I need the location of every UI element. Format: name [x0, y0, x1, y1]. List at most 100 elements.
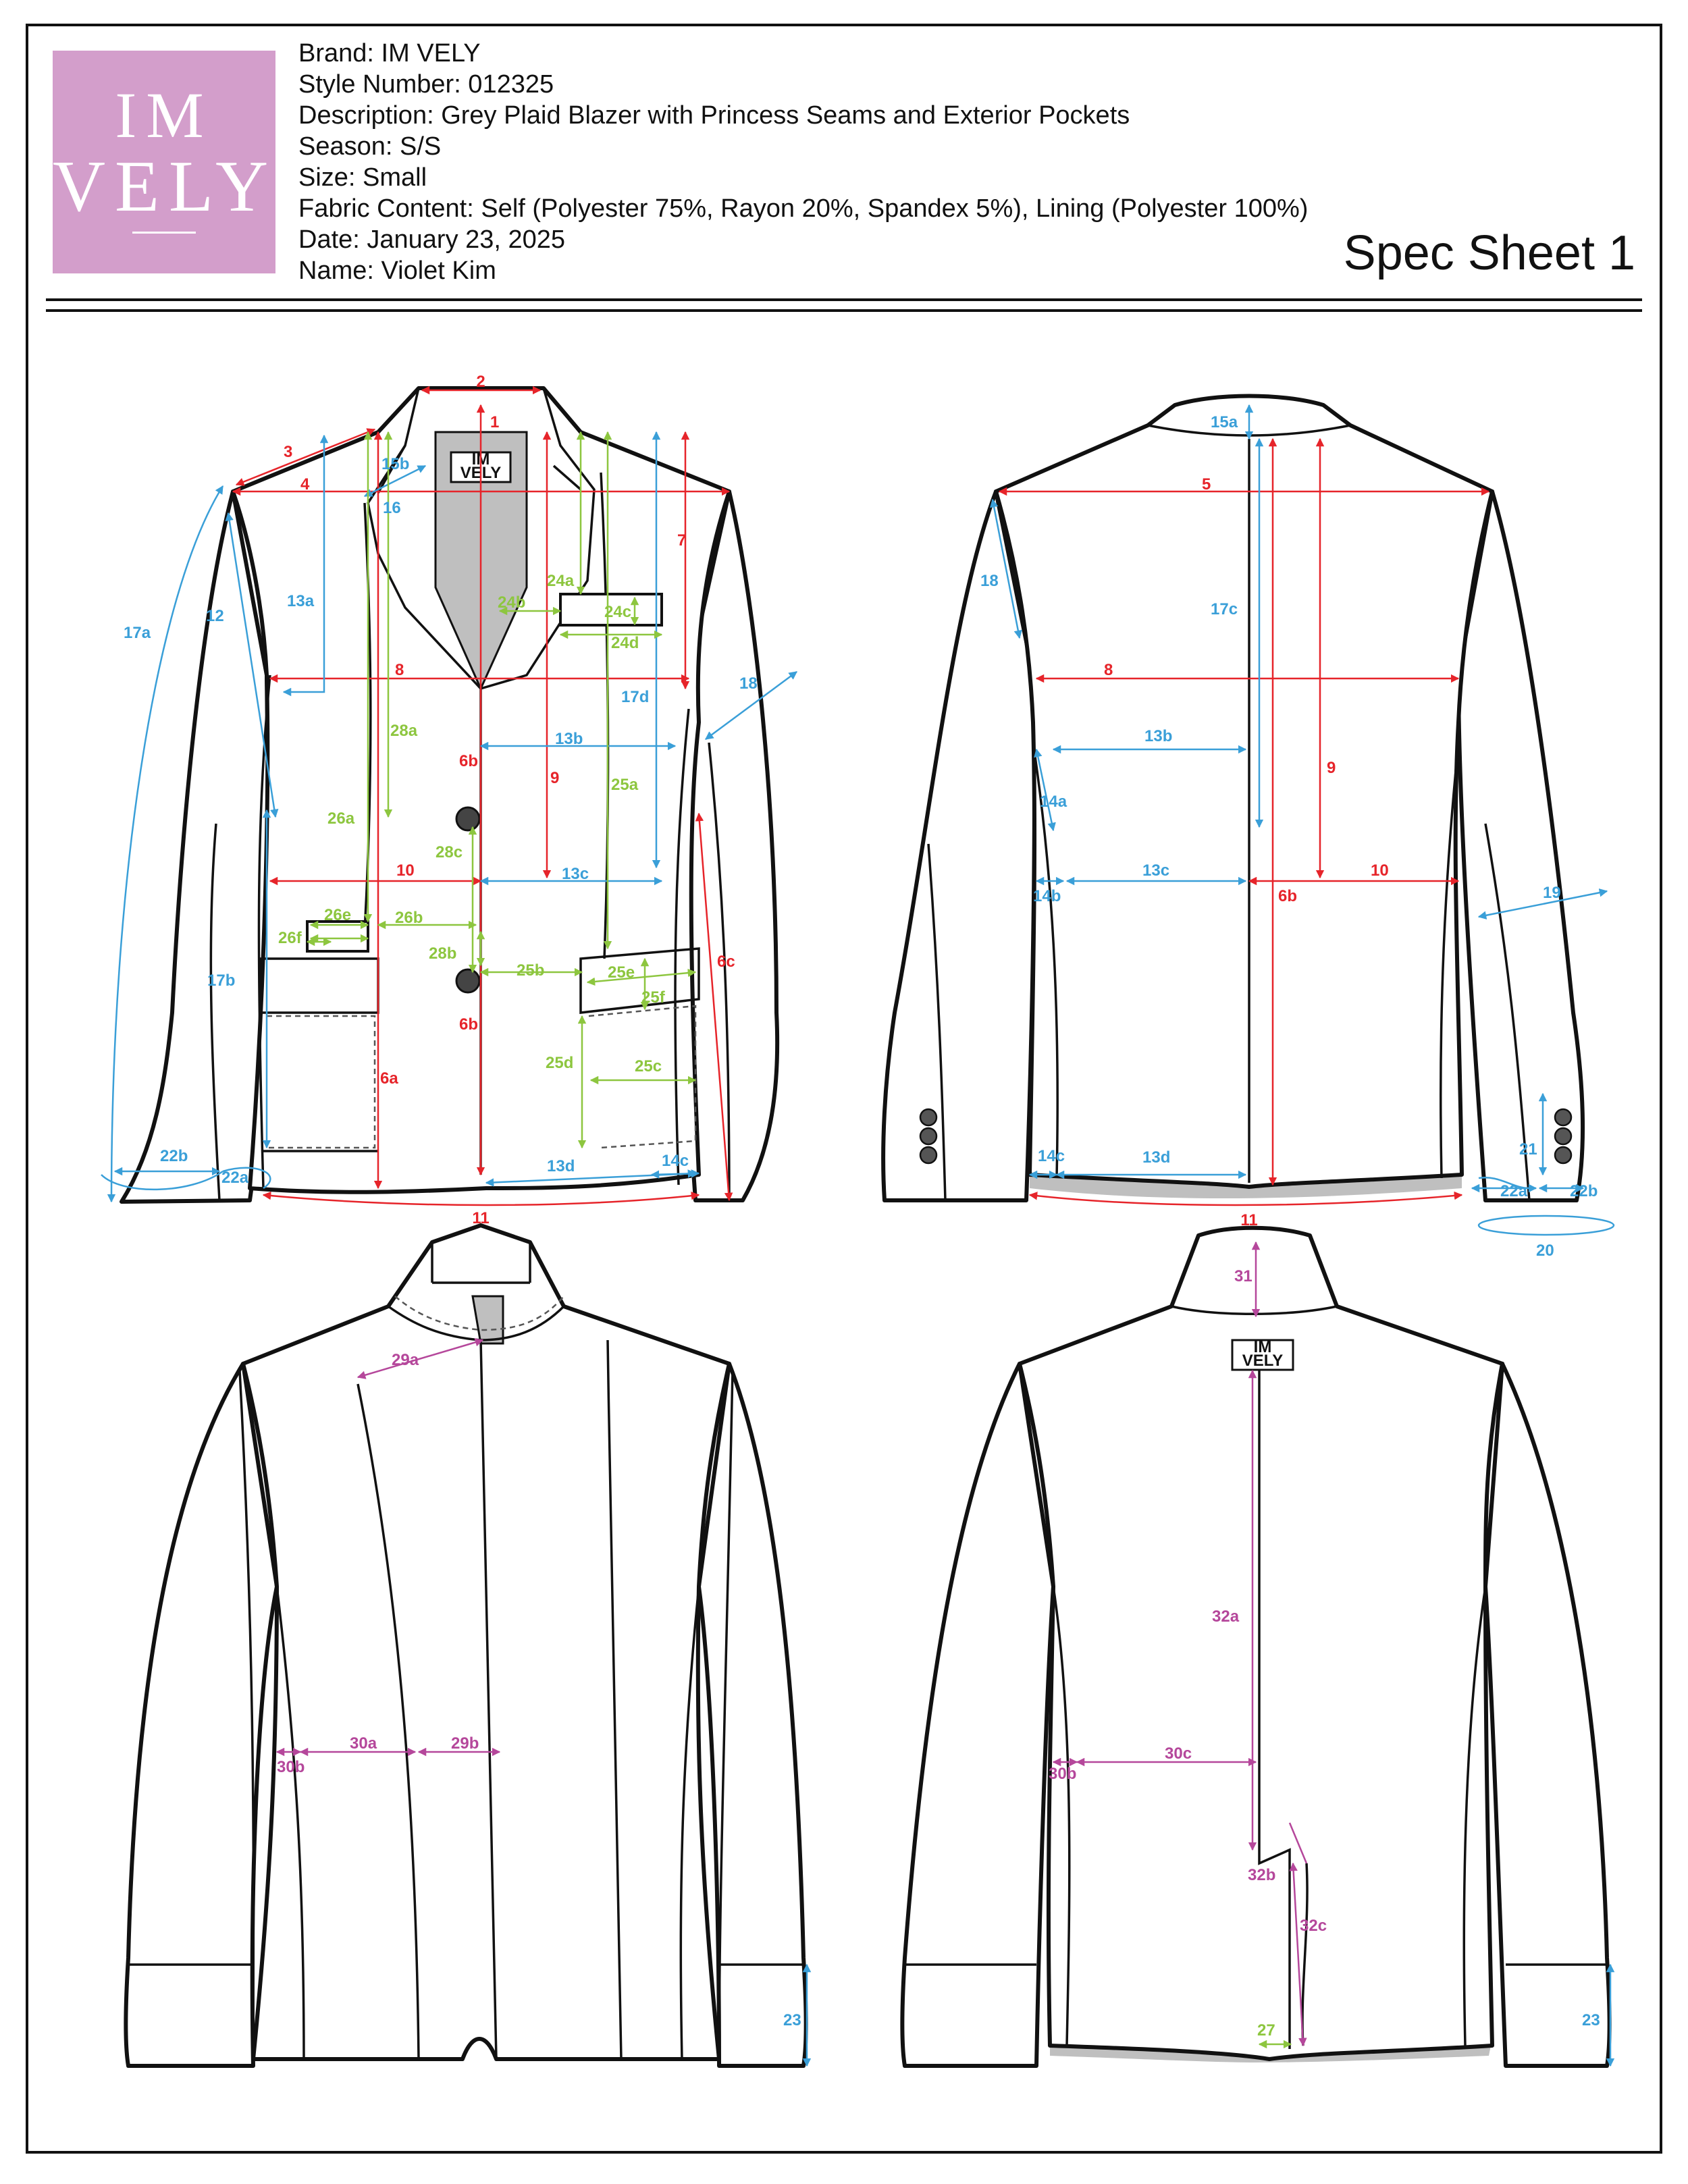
label-back-8: 8 [1104, 661, 1113, 679]
designer-name-line: Name: Violet Kim [298, 257, 496, 285]
label-front-28c: 28c [436, 843, 463, 861]
back-brand-label [1231, 1339, 1294, 1371]
label-back-19: 19 [1543, 884, 1561, 902]
back-measurements [990, 404, 1615, 1236]
label-front-13b: 13b [555, 730, 583, 748]
lining-back-body [1018, 1225, 1504, 2061]
lining-left-side-seam [275, 1586, 305, 2060]
label-front-24b: 24b [498, 593, 525, 612]
label-front-25d: 25d [546, 1054, 573, 1072]
lining-back-measurements [1052, 1241, 1615, 2067]
season-line: Season: S/S [298, 132, 442, 161]
label-front-10: 10 [396, 861, 415, 880]
spec-info-block: Brand: IM VELY Style Number: 012325 Desc… [298, 38, 1308, 286]
logo-text-top: IM [115, 79, 213, 151]
back-left-sleeve-seam [927, 843, 947, 1201]
label-front-11: 11 [472, 1209, 489, 1227]
label-front-6c: 6c [717, 953, 735, 971]
label-front-6b-bottom: 6b [459, 1015, 478, 1034]
label-front-24c: 24c [604, 603, 631, 621]
label-front-1: 1 [490, 413, 499, 431]
lining-left-sleeve-seam [238, 1370, 255, 2067]
label-front-9: 9 [550, 769, 559, 787]
label-back-20: 20 [1536, 1242, 1554, 1260]
front-measure-labels: 2 1 3 4 7 8 9 10 11 6a 6b 6b 6c 12 13a 1… [124, 373, 758, 1227]
label-back-13b: 13b [1144, 727, 1172, 745]
label-front-13d: 13d [547, 1157, 575, 1175]
front-button-top [455, 806, 481, 832]
cuff-button-2 [919, 1127, 938, 1146]
label-lining-30a: 30a [350, 1734, 377, 1753]
header-divider-top [46, 298, 1642, 301]
lining-right-side-seam [679, 1586, 700, 2060]
lining-center-front [479, 1339, 498, 2060]
back-jacket-drawing [881, 394, 1585, 1202]
label-lining-32c: 32c [1300, 1917, 1327, 1935]
front-measurements [101, 385, 798, 1206]
label-back-15a: 15a [1211, 413, 1238, 431]
label-front-2: 2 [476, 373, 485, 391]
lining-back-measure-labels: 31 32a 32b 32c 30b 30c 27 23 [1049, 1267, 1600, 2040]
back-right-sleeve [1456, 489, 1585, 1202]
back-label-text-bottom: VELY [1242, 1352, 1283, 1370]
label-front-26f: 26f [278, 929, 302, 947]
lining-back-right-sleeve [1483, 1362, 1612, 2068]
label-lining-27: 27 [1257, 2021, 1275, 2040]
label-lining-32b: 32b [1248, 1866, 1275, 1884]
label-front-4: 4 [300, 475, 310, 494]
left-ticket-pocket-flap [306, 920, 369, 953]
logo-text-bottom: VELY [53, 147, 278, 227]
lining-front-right-sleeve [697, 1362, 808, 2068]
label-back-13c: 13c [1142, 861, 1169, 880]
label-front-22b: 22b [160, 1147, 188, 1165]
cuff-button-5 [1554, 1127, 1573, 1146]
label-lining-back-23: 23 [1582, 2011, 1600, 2029]
label-front-8: 8 [395, 661, 404, 679]
cuff-button-4 [1554, 1108, 1573, 1127]
lining-back-right-side-seam [1462, 1586, 1487, 2046]
label-front-16: 16 [383, 499, 401, 517]
lining-back-left-side-seam [1052, 1586, 1071, 2046]
description-line: Description: Grey Plaid Blazer with Prin… [298, 101, 1130, 130]
label-back-10: 10 [1371, 861, 1389, 880]
lining-front-measure-labels: 29a 29b 30a 30b 23 [277, 1351, 801, 2029]
label-back-18: 18 [980, 572, 999, 590]
lining-back-drawing: IM VELY [900, 1225, 1612, 2068]
label-lining-front-23: 23 [783, 2011, 801, 2029]
label-front-17b: 17b [207, 971, 235, 990]
label-front-14c: 14c [662, 1152, 689, 1170]
size-line: Size: Small [298, 163, 427, 192]
label-front-7: 7 [677, 531, 686, 550]
lining-front-left-sleeve [124, 1362, 279, 2068]
right-side-seam [674, 708, 690, 1186]
label-back-14a: 14a [1040, 793, 1067, 811]
label-front-26e: 26e [324, 906, 351, 924]
brand-logo: IM VELY [53, 51, 275, 273]
label-front-25b: 25b [517, 961, 544, 980]
label-front-25c: 25c [635, 1057, 662, 1075]
logo-rule [132, 232, 196, 234]
label-back-21: 21 [1519, 1140, 1537, 1158]
lining-back-left-sleeve [900, 1362, 1055, 2068]
label-lining-31: 31 [1234, 1267, 1252, 1285]
label-front-6a: 6a [380, 1069, 398, 1088]
label-back-14c: 14c [1038, 1147, 1065, 1165]
label-lining-32a: 32a [1212, 1607, 1240, 1626]
label-back-22b: 22b [1570, 1182, 1598, 1200]
label-lining-30b: 30b [277, 1758, 305, 1776]
back-measure-labels: 5 8 9 10 11 6b 13b 13c 13d 14a 14b 14c 1… [980, 413, 1598, 1260]
label-back-17c: 17c [1211, 600, 1238, 618]
label-back-22a: 22a [1500, 1182, 1528, 1200]
label-lining-29b: 29b [451, 1734, 479, 1753]
label-front-22a: 22a [221, 1169, 249, 1187]
label-back-11: 11 [1240, 1211, 1257, 1229]
lining-front-measurements [275, 1338, 812, 2067]
label-front-26b: 26b [395, 909, 423, 927]
label-front-28a: 28a [390, 722, 418, 740]
lining-left-facing-seam [357, 1383, 420, 2060]
back-body [994, 394, 1494, 1189]
label-back-13d: 13d [1142, 1148, 1170, 1167]
right-notch [552, 464, 582, 491]
fabric-line: Fabric Content: Self (Polyester 75%, Ray… [298, 194, 1309, 223]
